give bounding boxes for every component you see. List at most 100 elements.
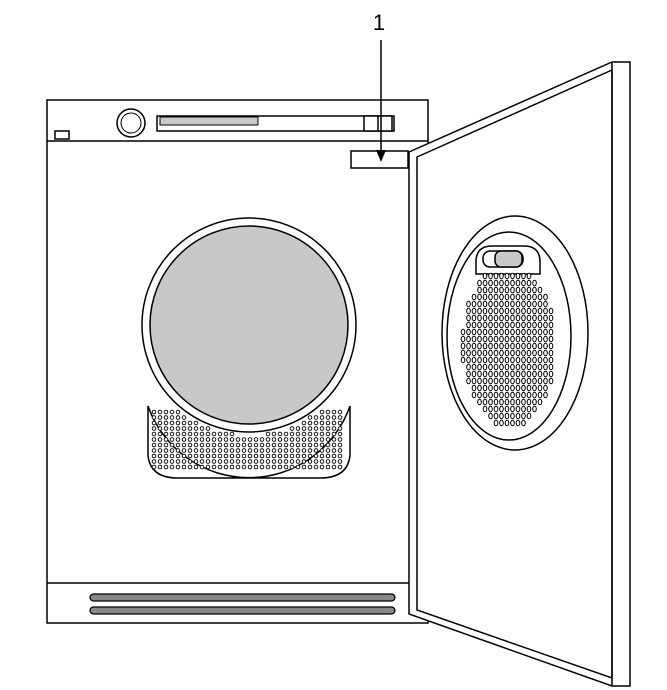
filter-hole bbox=[471, 293, 477, 301]
vent-hole bbox=[187, 453, 193, 459]
filter-hole bbox=[493, 314, 499, 322]
vent-hole bbox=[217, 453, 223, 459]
filter-hole bbox=[460, 342, 466, 350]
vent-hole bbox=[181, 442, 187, 448]
filter-hole bbox=[477, 370, 482, 378]
vent-hole bbox=[277, 431, 283, 437]
vent-hole bbox=[265, 437, 271, 442]
vent-hole bbox=[229, 464, 235, 470]
filter-hole bbox=[504, 377, 510, 385]
vent-hole bbox=[319, 442, 325, 448]
filter-hole bbox=[488, 286, 493, 294]
filter-hole bbox=[471, 314, 477, 322]
filter-hole bbox=[504, 286, 510, 294]
filter-hole bbox=[526, 286, 532, 294]
vent-hole bbox=[157, 448, 163, 453]
vent-hole bbox=[301, 453, 307, 459]
filter-hole bbox=[488, 398, 493, 406]
filter-hole bbox=[493, 384, 499, 392]
vent-hole bbox=[157, 409, 163, 415]
filter-hole bbox=[493, 349, 499, 357]
filter-hole bbox=[515, 279, 521, 287]
filter-hole bbox=[521, 321, 526, 329]
filter-hole bbox=[510, 342, 515, 350]
filter-hole bbox=[488, 412, 493, 420]
vent-hole bbox=[199, 442, 205, 448]
filter-hole bbox=[499, 398, 504, 406]
vent-hole bbox=[307, 426, 313, 431]
vent-hole bbox=[325, 453, 331, 459]
filter-hole bbox=[499, 370, 504, 378]
filter-hole bbox=[482, 335, 488, 343]
kickplate-stripe-top bbox=[89, 593, 396, 602]
vent-hole bbox=[283, 448, 289, 453]
filter-hole bbox=[477, 328, 482, 336]
filter-hole bbox=[504, 307, 510, 315]
filter-hole bbox=[548, 377, 554, 385]
vent-hole bbox=[331, 448, 337, 453]
vent-hole bbox=[277, 464, 283, 470]
vent-hole bbox=[199, 437, 205, 442]
filter-hole bbox=[482, 356, 488, 364]
vent-hole bbox=[259, 448, 265, 453]
vent-hole bbox=[301, 459, 307, 464]
vent-hole bbox=[169, 426, 175, 431]
filter-hole bbox=[471, 377, 477, 385]
vent-hole bbox=[163, 426, 169, 431]
vent-hole bbox=[163, 448, 169, 453]
filter-hole bbox=[521, 286, 526, 294]
filter-hole bbox=[466, 342, 471, 350]
vent-hole bbox=[199, 464, 205, 470]
filter-hole bbox=[532, 328, 537, 336]
filter-hole bbox=[543, 342, 548, 350]
filter-hole bbox=[488, 279, 493, 287]
vent-hole bbox=[205, 453, 211, 459]
filter-hole bbox=[482, 349, 488, 357]
vent-hole bbox=[283, 464, 289, 470]
vent-hole bbox=[211, 459, 217, 464]
vent-hole bbox=[217, 459, 223, 464]
filter-hole bbox=[515, 377, 521, 385]
filter-hole bbox=[543, 328, 548, 336]
filter-hole bbox=[515, 398, 521, 406]
vent-hole bbox=[181, 448, 187, 453]
filter-hole bbox=[537, 349, 543, 357]
filter-hole bbox=[526, 307, 532, 315]
filter-hole bbox=[504, 419, 510, 427]
filter-hole bbox=[499, 342, 504, 350]
vent-hole bbox=[205, 464, 211, 470]
vent-hole bbox=[223, 453, 229, 459]
vent-hole bbox=[157, 420, 163, 426]
vent-hole bbox=[187, 437, 193, 442]
vent-hole bbox=[325, 409, 331, 415]
vent-hole bbox=[169, 437, 175, 442]
vent-hole bbox=[193, 420, 199, 426]
vent-hole bbox=[175, 420, 181, 426]
vent-hole bbox=[313, 448, 319, 453]
filter-hole bbox=[493, 279, 499, 287]
filter-hole bbox=[526, 321, 532, 329]
vent-hole bbox=[319, 437, 325, 442]
filter-hole bbox=[477, 286, 482, 294]
kickplate-stripe-bottom bbox=[89, 606, 396, 615]
filter-hole bbox=[532, 321, 537, 329]
filter-hole bbox=[548, 356, 554, 364]
vent-hole bbox=[301, 448, 307, 453]
filter-hole bbox=[471, 342, 477, 350]
filter-hole bbox=[521, 293, 526, 301]
filter-hole bbox=[488, 349, 493, 357]
vent-hole bbox=[301, 464, 307, 470]
vent-hole bbox=[283, 442, 289, 448]
vent-hole bbox=[259, 453, 265, 459]
filter-hole bbox=[537, 335, 543, 343]
vent-hole bbox=[259, 464, 265, 470]
vent-hole bbox=[241, 459, 247, 464]
vent-hole bbox=[163, 415, 169, 420]
filter-hole bbox=[499, 286, 504, 294]
filter-hole bbox=[477, 335, 482, 343]
vent-hole bbox=[253, 437, 259, 442]
filter-hole bbox=[493, 419, 499, 427]
vent-hole bbox=[157, 437, 163, 442]
vent-hole bbox=[331, 431, 337, 437]
filter-hole bbox=[493, 356, 499, 364]
